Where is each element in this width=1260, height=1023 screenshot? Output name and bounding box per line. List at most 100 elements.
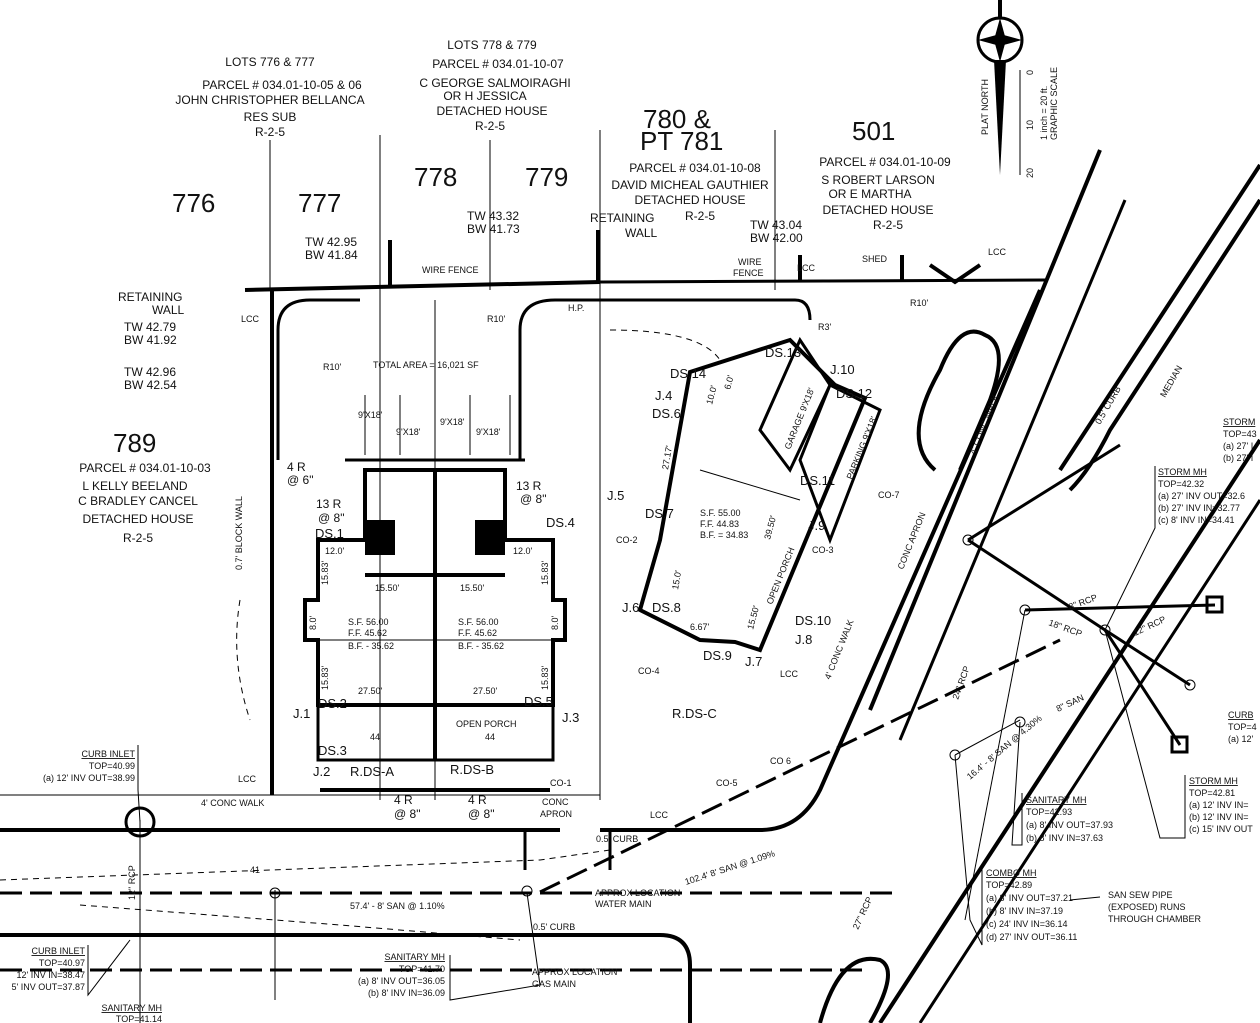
lot-number-777: 777 bbox=[298, 188, 341, 218]
lot-number-776: 776 bbox=[172, 188, 215, 218]
wall-top-elev: TW 42.96 bbox=[124, 365, 176, 379]
callout-line: (a) 12' INV IN= bbox=[1189, 800, 1249, 810]
roof-downspout-label: R.DS-B bbox=[450, 762, 494, 777]
downspout-label: DS.5 bbox=[524, 694, 553, 709]
callout-line: (b) 8' INV IN=36.09 bbox=[368, 988, 445, 998]
callout-line: TOP=41.70 bbox=[399, 964, 445, 974]
parcel-line: PARCEL # 034.01-10-07 bbox=[432, 57, 564, 71]
lot-number-780: 780 & bbox=[643, 104, 711, 134]
callout-title: STORM MH bbox=[1189, 776, 1238, 786]
callout-sanitary-mh-1: SANITARY MH TOP=41.14 bbox=[101, 1003, 162, 1023]
plat-north-label: PLAT NORTH bbox=[980, 79, 990, 135]
parcel-line: RES SUB bbox=[244, 110, 297, 124]
junction-label: J.6 bbox=[622, 600, 639, 615]
gas-main-label: APPROX LOCATION bbox=[532, 967, 617, 977]
parking-space-label: 9'X18' bbox=[396, 427, 421, 437]
cleanout-label: CO-1 bbox=[550, 778, 572, 788]
junction-label: J.1 bbox=[293, 706, 310, 721]
downspout-label: DS.2 bbox=[318, 696, 347, 711]
callout-line: (a) 8' INV OUT=36.05 bbox=[358, 976, 445, 986]
lcc-label: LCC bbox=[780, 669, 799, 679]
downspout-label: DS.10 bbox=[795, 613, 831, 628]
steps-label: @ 6" bbox=[287, 473, 313, 487]
dimension-label: 39.50' bbox=[762, 514, 778, 540]
parking-space-label: 9'X18' bbox=[358, 410, 383, 420]
dimension-label: 15.83' bbox=[320, 665, 330, 690]
parcel-line: C BRADLEY CANCEL bbox=[78, 494, 198, 508]
rcp-label: 12" RCP bbox=[1132, 614, 1168, 638]
san-pipe-label: 102.4' 8' SAN @ 1.09% bbox=[684, 848, 777, 887]
dimension-label: 8.0' bbox=[308, 615, 318, 630]
total-area-label: TOTAL AREA = 16,021 SF bbox=[373, 360, 479, 370]
dimension-label: 10.0' bbox=[704, 384, 719, 405]
callout-storm-mh-3: STORM MH TOP=42.81 (a) 12' INV IN= (b) 1… bbox=[1189, 776, 1253, 834]
downspout-label: DS.13 bbox=[765, 345, 801, 360]
parcel-line: DETACHED HOUSE bbox=[436, 104, 547, 118]
parking-space-label: 9'X18' bbox=[440, 417, 465, 427]
rcp-label: 12" RCP bbox=[127, 865, 137, 900]
dimension-label: 6.67' bbox=[690, 622, 710, 632]
parcel-line: R-2-5 bbox=[123, 531, 153, 545]
dimension-label: 15.0' bbox=[670, 569, 683, 590]
north-arrow-icon bbox=[976, 0, 1024, 175]
dimension-label: 15.50' bbox=[460, 583, 485, 593]
parcel-line: PARCEL # 034.01-10-05 & 06 bbox=[202, 78, 362, 92]
wall-bottom-elev: BW 41.84 bbox=[305, 248, 358, 262]
downspout-label: DS.8 bbox=[652, 600, 681, 615]
junction-label: J.9 bbox=[808, 518, 825, 533]
house-bf: B.F. = 34.83 bbox=[700, 530, 748, 540]
san-pipe-label: 16.4' - 8' SAN @ 4.30% bbox=[965, 713, 1044, 781]
water-main-label: APPROX LOCATION bbox=[595, 888, 680, 898]
gas-main-label: GAS MAIN bbox=[532, 979, 576, 989]
duplex-bf: B.F. - 35.62 bbox=[348, 641, 394, 651]
dimension-label: 8.0' bbox=[550, 615, 560, 630]
callout-line: (b) 27' I bbox=[1223, 453, 1253, 463]
downspout-labels: DS.1 DS.2 DS.3 DS.4 DS.5 DS.6 DS.7 DS.8 … bbox=[315, 345, 872, 779]
house-building bbox=[637, 336, 882, 653]
parcel-line: JOHN CHRISTOPHER BELLANCA bbox=[175, 93, 364, 107]
retaining-wall-label: WALL bbox=[625, 226, 658, 240]
parcel-line: LOTS 778 & 779 bbox=[447, 38, 537, 52]
callout-title: CURB INLET bbox=[81, 749, 135, 759]
callout-line: 12' INV IN=38.47 bbox=[16, 970, 85, 980]
porch-elevation: 44 bbox=[370, 732, 380, 742]
house-ff: F.F. 44.83 bbox=[700, 519, 739, 529]
wall-bottom-elev: BW 41.92 bbox=[124, 333, 177, 347]
san-note: THROUGH CHAMBER bbox=[1108, 914, 1202, 924]
conc-apron-label: APRON bbox=[540, 809, 572, 819]
callout-combo-mh: COMBO MH TOP=42.89 (a) 8' INV OUT=37.21 … bbox=[986, 868, 1077, 942]
parcel-line: OR E MARTHA bbox=[828, 187, 911, 201]
junction-label: J.7 bbox=[745, 654, 762, 669]
median-label: MEDIAN bbox=[1158, 364, 1184, 399]
curb-label: 0.5' CURB bbox=[533, 922, 575, 932]
roof-downspout-label: R.DS-C bbox=[672, 706, 717, 721]
lot-number-779: 779 bbox=[525, 162, 568, 192]
roof-downspout-label: R.DS-A bbox=[350, 764, 394, 779]
wall-top-elev: TW 43.32 bbox=[467, 209, 519, 223]
callout-line: (c) 15' INV OUT bbox=[1189, 824, 1253, 834]
scale-note: 1 inch = 20 ft. bbox=[1039, 86, 1049, 140]
house-labels: S.F. 55.00 F.F. 44.83 B.F. = 34.83 OPEN … bbox=[660, 374, 879, 632]
parking-label: PARKING 9'X18' bbox=[845, 415, 879, 481]
callout-line: TOP=42.32 bbox=[1158, 479, 1204, 489]
scale-tick-10: 10 bbox=[1025, 120, 1035, 130]
cleanout-label: CO 6 bbox=[770, 756, 791, 766]
storm-pipes bbox=[124, 443, 1224, 1023]
wall-bottom-elev: BW 42.54 bbox=[124, 378, 177, 392]
callout-line: TOP=4 bbox=[1228, 722, 1257, 732]
parcel-line: R-2-5 bbox=[475, 119, 505, 133]
junction-label: J.2 bbox=[313, 764, 330, 779]
callout-title: COMBO MH bbox=[986, 868, 1037, 878]
cleanout-label: CO-7 bbox=[878, 490, 900, 500]
steps-label: 13 R bbox=[516, 479, 542, 493]
downspout-label: DS.14 bbox=[670, 366, 706, 381]
callout-line: (a) 27' INV OUT=32.6 bbox=[1158, 491, 1245, 501]
parcel-780: PARCEL # 034.01-10-08 DAVID MICHEAL GAUT… bbox=[611, 161, 769, 223]
callout-sanitary-mh-3: SANITARY MH TOP=42.93 (a) 8' INV OUT=37.… bbox=[1026, 795, 1113, 843]
callout-line: (a) 8' INV OUT=37.21 bbox=[986, 893, 1073, 903]
junction-label: J.3 bbox=[562, 710, 579, 725]
junction-label: J.8 bbox=[795, 632, 812, 647]
steps-label: 13 R bbox=[316, 497, 342, 511]
callout-line: (a) 12' bbox=[1228, 734, 1254, 744]
downspout-label: DS.9 bbox=[703, 648, 732, 663]
